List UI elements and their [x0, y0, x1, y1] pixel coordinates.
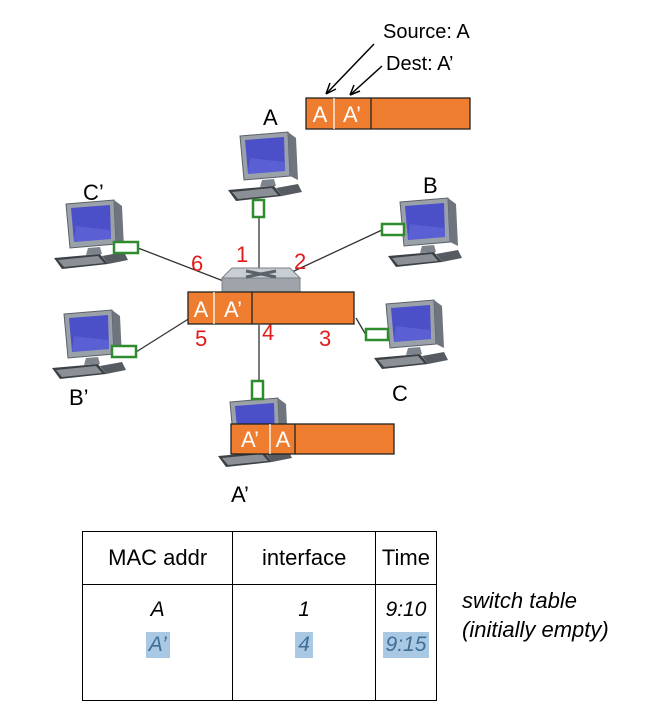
column-header-interface: interface	[232, 531, 376, 585]
frame-dst-field: A’	[241, 427, 259, 452]
interface-cell: 4	[295, 632, 313, 658]
port-numbers: 1 2 3 4 5 6	[191, 242, 331, 351]
interface-cell: 1	[298, 598, 310, 621]
computer-icon	[51, 309, 127, 380]
nic-icon	[250, 379, 265, 401]
time-cell: 9:15	[382, 632, 430, 658]
nic-icon	[112, 240, 140, 255]
link-b-prime	[135, 317, 191, 353]
host-label-b-prime: B’	[69, 385, 89, 410]
host-label-b: B	[423, 173, 438, 198]
port-label: 6	[191, 251, 203, 276]
host-a-prime	[217, 379, 293, 468]
frame-src-field: A	[276, 427, 291, 452]
column-header-mac: MAC addr	[81, 531, 234, 585]
time-cell: 9:10	[385, 598, 427, 621]
table-header-row: MAC addr interface Time	[81, 531, 438, 585]
caption-line: (initially empty)	[462, 617, 609, 642]
port-label: 2	[294, 249, 306, 274]
mac-cell: A	[150, 598, 165, 621]
port-label: 4	[262, 320, 274, 345]
switch-table: MAC addr interface Time A 1 9:10 A’ 4 9:…	[81, 531, 438, 701]
annotation-source: Source: A	[383, 21, 470, 43]
table-row: A’ 4 9:15	[81, 632, 438, 701]
network-links	[135, 211, 383, 384]
frame-src-field: A	[313, 102, 328, 127]
table-row: A 1 9:10	[81, 584, 438, 632]
link-c	[355, 317, 367, 336]
host-c	[364, 299, 449, 370]
host-b-prime	[51, 309, 138, 380]
port-label: 5	[195, 326, 207, 351]
host-a	[227, 131, 303, 219]
nic-icon	[380, 222, 406, 237]
port-label: 1	[236, 242, 248, 267]
host-label-a: A	[263, 105, 278, 130]
host-label-c: C	[392, 381, 408, 406]
annotation-arrows	[325, 43, 383, 96]
link-c-prime	[137, 247, 227, 283]
frame-bottom: A’ A	[230, 423, 395, 455]
frame-dst-field: A’	[343, 102, 361, 127]
frame-dst-field: A’	[224, 297, 242, 322]
host-label-c-prime: C’	[83, 180, 104, 205]
host-b	[380, 197, 463, 268]
nic-icon	[251, 198, 266, 219]
host-label-a-prime: A’	[231, 482, 249, 507]
frame-at-switch: A A’	[187, 291, 355, 325]
computer-icon	[53, 199, 129, 270]
caption-line: switch table	[462, 588, 577, 613]
frame-top: A A’	[305, 97, 471, 130]
host-c-prime	[53, 199, 140, 270]
port-label: 3	[319, 326, 331, 351]
column-header-time: Time	[374, 531, 438, 585]
mac-cell: A’	[145, 632, 170, 658]
frame-src-field: A	[194, 297, 209, 322]
nic-icon	[364, 327, 390, 342]
annotation-dest: Dest: A’	[386, 53, 453, 75]
switch-icon	[220, 267, 302, 293]
table-caption: switch table (initially empty)	[462, 586, 662, 644]
nic-icon	[110, 344, 138, 359]
link-b	[291, 229, 383, 273]
computer-icon	[227, 131, 303, 202]
